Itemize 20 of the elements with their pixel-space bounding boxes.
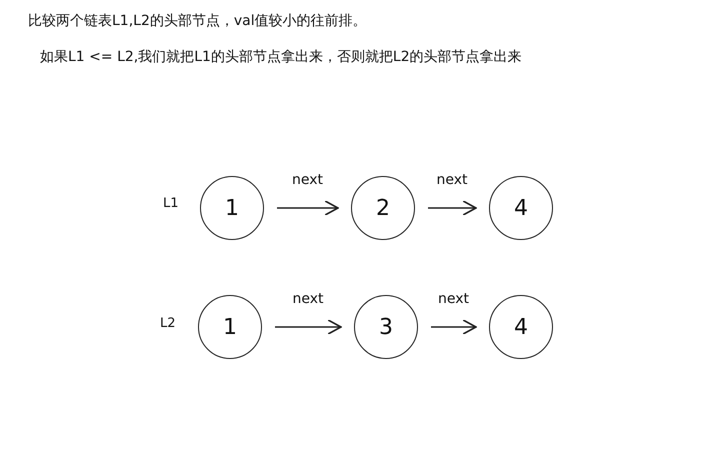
list-node-circle (354, 295, 418, 359)
arrow (431, 319, 477, 335)
node-value: 2 (376, 196, 390, 220)
node-value: 4 (514, 196, 528, 220)
list-node-circle (489, 176, 553, 240)
node-value: 3 (379, 314, 393, 340)
node-value: 4 (514, 314, 528, 340)
list-label: L2 (160, 316, 176, 331)
note-text: 比较两个链表L1,L2的头部节点，val值较小的往前排。 (28, 12, 367, 30)
arrow (428, 200, 477, 216)
note-text: 如果L1 <= L2,我们就把L1的头部节点拿出来，否则就把L2的头部节点拿出来 (40, 48, 522, 66)
list-node-circle (489, 295, 553, 359)
list-label: L1 (163, 196, 179, 211)
list-node-circle (200, 176, 264, 240)
list-node-circle (198, 295, 262, 359)
list-node-circle (351, 176, 415, 240)
arrow (277, 200, 339, 216)
arrow (275, 319, 342, 335)
node-value: 1 (223, 314, 237, 340)
node-value: 1 (225, 196, 239, 220)
